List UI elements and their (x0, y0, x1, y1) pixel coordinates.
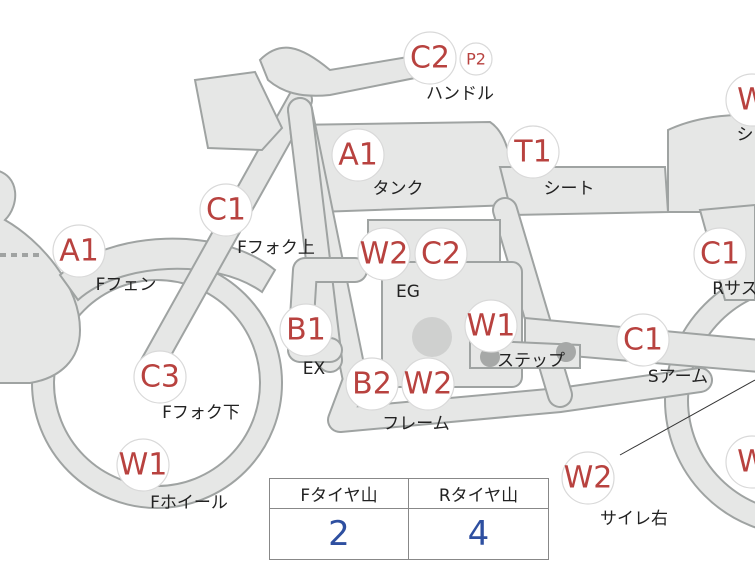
svg-text:C1: C1 (206, 193, 246, 228)
exhaust-grade-badge: B1 (279, 303, 333, 357)
swingarm-label: Sアーム (648, 367, 708, 387)
tank-grade-badge: A1 (331, 128, 385, 182)
step-label: ステップ (497, 351, 565, 371)
engine-cover-circle (412, 317, 452, 357)
tire-tread-table: Fタイヤ山 Rタイヤ山 2 4 (269, 478, 549, 560)
handle-grade-badge: C2 (403, 31, 457, 85)
part-labels: ハンドル タンク シート シ Fフォク上 Fフェン EG Rサス EX ステップ… (96, 84, 755, 529)
muffler-leader-line (619, 379, 755, 456)
svg-text:C2: C2 (410, 41, 450, 76)
exhaust-label: EX (303, 359, 326, 379)
fork-lower-grade-badge: C3 (133, 350, 187, 404)
svg-text:W: W (737, 83, 755, 118)
handle-sub-grade-badge: P2 (459, 42, 493, 76)
swingarm-grade-badge: C1 (616, 313, 670, 367)
svg-text:B1: B1 (286, 313, 326, 348)
engine-label: EG (396, 282, 420, 302)
handle-label: ハンドル (426, 84, 494, 104)
svg-text:P2: P2 (466, 50, 486, 69)
muffler-right-grade-badge: W2 (561, 451, 615, 505)
svg-text:W1: W1 (467, 309, 516, 344)
fork-upper-grade-badge: C1 (199, 183, 253, 237)
svg-text:W2: W2 (564, 461, 613, 496)
fork-upper-label: Fフォク上 (237, 238, 315, 258)
fork-lower-label: Fフォク下 (162, 403, 240, 423)
svg-text:C3: C3 (140, 360, 180, 395)
svg-text:T1: T1 (513, 135, 551, 170)
bike-silhouette (0, 46, 755, 529)
engine-grade-badge-1: W2 (357, 227, 411, 281)
svg-text:C1: C1 (700, 237, 740, 272)
headlight-shape (193, 70, 284, 152)
svg-text:W2: W2 (404, 367, 453, 402)
tank-label: タンク (373, 179, 424, 199)
step-peg-right (556, 342, 576, 362)
svg-text:A1: A1 (59, 234, 99, 269)
front-tire-header: Fタイヤ山 (270, 479, 409, 509)
svg-text:C2: C2 (421, 237, 461, 272)
front-fender-label: Fフェン (96, 275, 157, 295)
seat-grade-badge: T1 (506, 125, 560, 179)
rear-suspension-label: Rサス (712, 279, 755, 299)
rear-tire-value: 4 (467, 514, 490, 554)
frame-shape (287, 97, 713, 433)
svg-text:W2: W2 (360, 237, 409, 272)
muffler-right-label: サイレ右 (600, 509, 668, 529)
front-tire-value: 2 (270, 509, 409, 559)
rear-bottom-right-grade-badge: W (725, 435, 755, 489)
front-wheel-label: Fホイール (150, 493, 228, 513)
frame-grade-badge-1: B2 (345, 357, 399, 411)
svg-text:W1: W1 (119, 448, 168, 483)
front-fender-grade-badge: A1 (52, 224, 106, 278)
frame-grade-badge-2: W2 (401, 357, 455, 411)
seat-label: シート (544, 179, 595, 199)
step-grade-badge: W1 (464, 299, 518, 353)
svg-text:W: W (737, 445, 755, 480)
rear-suspension-grade-badge: C1 (693, 227, 747, 281)
svg-text:B2: B2 (352, 367, 392, 402)
engine-grade-badge-2: C2 (414, 227, 468, 281)
frame-label: フレーム (382, 414, 450, 434)
svg-text:A1: A1 (338, 138, 378, 173)
svg-text:C1: C1 (623, 323, 663, 358)
rear-top-right-grade-badge: W (725, 73, 755, 127)
rear-top-right-label: シ (737, 125, 754, 145)
front-wheel-grade-badge: W1 (116, 438, 170, 492)
rear-tire-header: Rタイヤ山 (409, 479, 548, 509)
grade-badges: C2 P2 A1 T1 C1 A1 W2 C2 (52, 31, 755, 505)
